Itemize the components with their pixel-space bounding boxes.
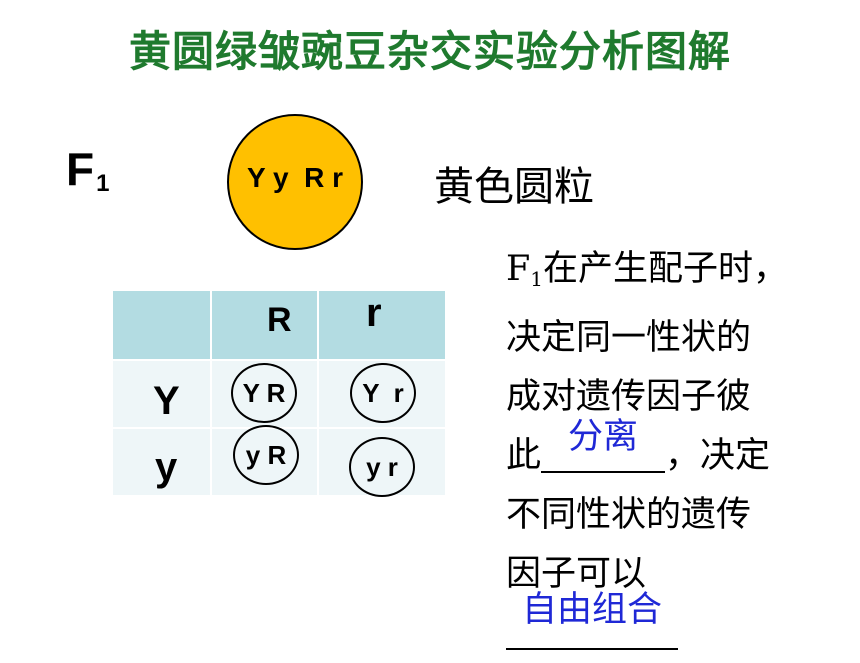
- explanation-text: F1在产生配子时， 决定同一性状的 成对遗传因子彼 此分离 ，决定 不同性状的遗传…: [506, 240, 846, 663]
- explanation-line-2: 决定同一性状的: [506, 318, 752, 358]
- gamete-circle-YR: Y R: [231, 363, 297, 423]
- f1-label-letter: F: [66, 143, 95, 195]
- explanation-line-4-end: ，决定: [665, 436, 771, 476]
- f1-inline-letter: F: [506, 249, 531, 289]
- f1-genotype: Y y R r: [247, 162, 343, 193]
- explanation-line-7: 自由组合: [506, 590, 846, 663]
- grid-divider: [210, 291, 212, 495]
- explanation-line-5: 不同性状的遗传: [506, 495, 752, 535]
- explanation-line-1-text: 在产生配子时，: [543, 249, 789, 289]
- answer-blank-2: 自由组合: [506, 590, 678, 650]
- grid-divider: [113, 359, 445, 361]
- gamete-circle-yR: y R: [233, 425, 299, 485]
- answer-separation: 分离: [568, 417, 639, 457]
- answer-blank-1: 分离: [541, 417, 666, 473]
- row-header-y: y: [155, 445, 178, 489]
- grid-header-row: [113, 291, 445, 359]
- gamete-grid: R r Y y Y R Y r y R y r: [113, 291, 445, 497]
- answer-free-combination: 自由组合: [521, 590, 662, 630]
- gamete-circle-yr: y r: [349, 437, 415, 497]
- grid-divider: [317, 291, 319, 495]
- f1-phenotype: 黄色圆粒: [434, 164, 594, 210]
- column-header-r: r: [366, 291, 382, 335]
- row-header-Y: Y: [153, 379, 180, 423]
- f1-inline-subscript: 1: [530, 267, 544, 291]
- f1-seed-circle: [227, 114, 363, 250]
- explanation-line-4: 此分离 ，决定: [506, 417, 846, 486]
- explanation-line-4-start: 此: [506, 436, 542, 476]
- gamete-circle-Yr: Y r: [350, 363, 416, 423]
- f1-label: F1: [66, 142, 109, 198]
- explanation-line-3: 成对遗传因子彼: [506, 377, 752, 417]
- explanation-line-6: 因子可以: [506, 554, 647, 594]
- column-header-R: R: [267, 301, 292, 339]
- page-title: 黄圆绿皱豌豆杂交实验分析图解: [128, 27, 731, 76]
- f1-label-subscript: 1: [96, 170, 110, 197]
- explanation-line-1: F1在产生配子时，: [506, 240, 846, 309]
